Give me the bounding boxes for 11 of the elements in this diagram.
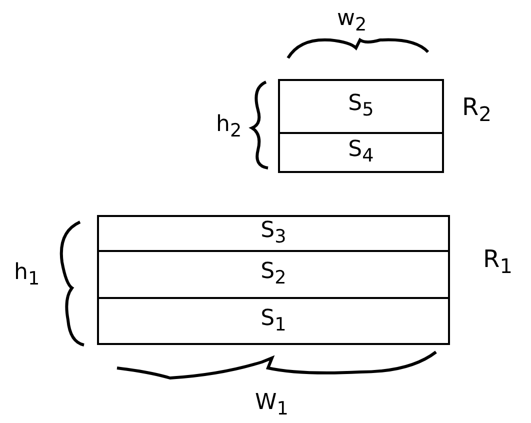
dimension-label: h$_{2}$ (216, 114, 242, 141)
strip-label: S$_{5}$ (348, 93, 374, 120)
strip-label: S$_{1}$ (260, 308, 286, 334)
region-label: R$_{2}$ (462, 95, 492, 124)
region-label: R$_{1}$ (483, 247, 512, 276)
strip-label: S$_{4}$ (348, 139, 374, 166)
dimension-label: W$_{1}$ (255, 392, 288, 419)
dimension-label: h$_{1}$ (14, 262, 40, 289)
dimension-label: w$_{2}$ (337, 8, 367, 35)
strip-label: S$_{3}$ (260, 220, 286, 247)
strip-label: S$_{2}$ (260, 261, 286, 288)
